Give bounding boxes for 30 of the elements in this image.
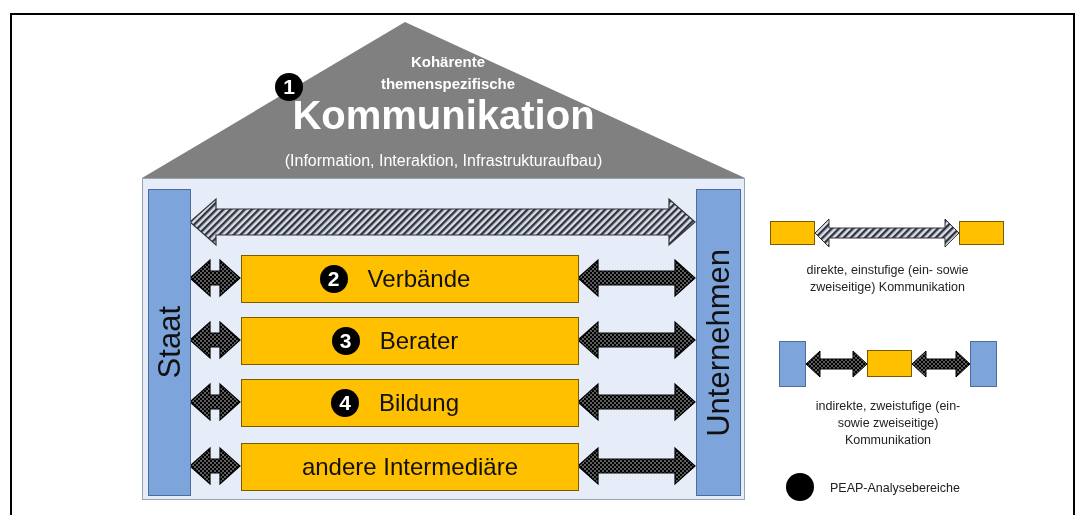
intermediary-box [241,379,579,427]
number-badge: 3 [331,327,360,355]
roof-subheading: Kohärente themenspezifische [379,52,517,94]
intermediary-label: Bildung [378,389,460,417]
intermediary-box [241,317,579,365]
number-badge: 4 [330,389,359,417]
double-arrow [189,197,696,247]
double-arrow [577,446,696,486]
double-arrow [189,382,241,422]
double-arrow [189,320,241,360]
double-arrow [577,320,696,360]
legend-text: indirekte, zweistufige (ein- sowie zweiseitige) Kommunikation [814,398,962,449]
double-arrow [577,258,696,298]
number-badge: 1 [275,73,303,101]
legend-text: direkte, einstufige (ein- sowie zweiseitige) Kommunikation [805,262,970,296]
intermediary-label: Verbände [367,265,471,293]
pillar-label: Unternehmen [700,248,737,437]
double-arrow [189,446,241,486]
intermediary-box [241,255,579,303]
intermediary-box [241,443,579,491]
double-arrow [189,258,241,298]
legend-text: PEAP-Analysebereiche [830,480,961,497]
number-badge: 2 [319,265,348,293]
intermediary-label: andere Intermediäre [301,453,519,481]
pillar-box [696,189,741,496]
pillar-label: Staat [151,306,188,379]
double-arrow [577,382,696,422]
intermediary-label: Berater [379,327,459,355]
pillar-box [148,189,191,496]
roof-note: (Information, Interaktion, Infrastrukturaufbau) [283,152,604,170]
